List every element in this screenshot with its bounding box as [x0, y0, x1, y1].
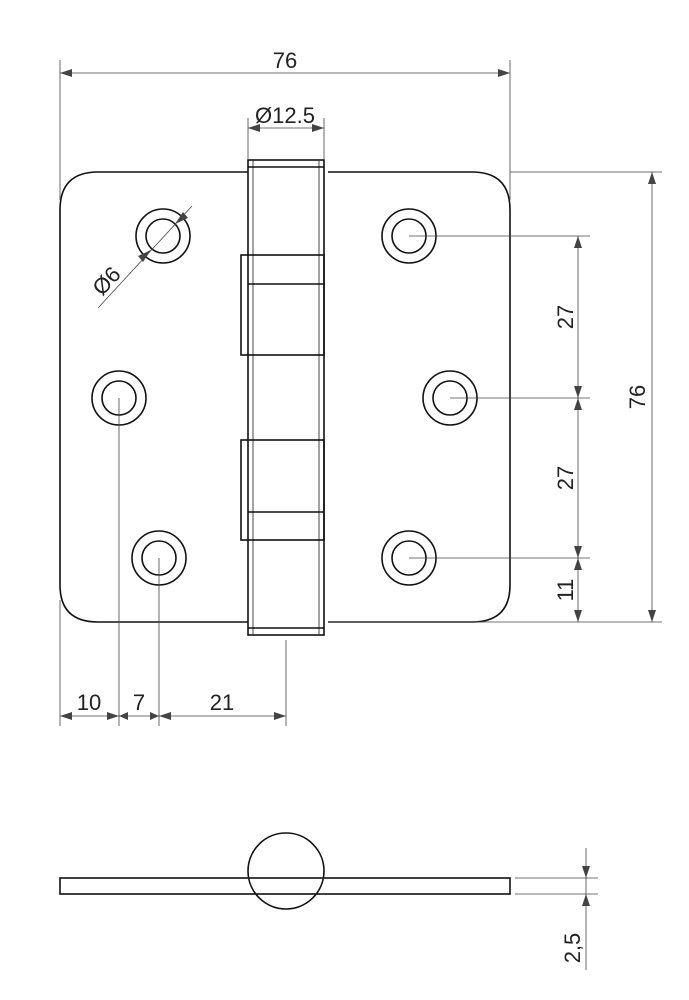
hinge-knuckle [240, 159, 325, 636]
knuckle-segment-upper [240, 254, 325, 356]
dimension-label: Ø6 [87, 262, 125, 301]
dimension-label: 21 [210, 690, 234, 715]
dimension-horizontal-chain: 10 7 21 [59, 398, 287, 726]
dimension-label: 27 [553, 466, 578, 490]
hinge-side-view [59, 832, 511, 910]
side-leaf [59, 877, 511, 895]
dimension-label: 76 [273, 48, 297, 73]
dimension-label: 2,5 [560, 933, 585, 964]
dimension-overall-width: 76 [59, 48, 511, 200]
dimension-pin-diameter: Ø12.5 [247, 103, 325, 160]
hole-left-top [135, 208, 191, 264]
dimension-label: 10 [77, 690, 101, 715]
knuckle-segment-lower [240, 439, 325, 541]
dimension-label: 76 [625, 385, 650, 409]
right-leaf [328, 171, 511, 623]
dimension-hole-spacing: 27 27 11 [409, 235, 590, 622]
dimension-label: 7 [133, 690, 145, 715]
side-knuckle [247, 832, 325, 910]
hinge-front-view [59, 159, 511, 636]
left-leaf [59, 171, 248, 623]
dimension-leaf-thickness: 2,5 [515, 848, 598, 970]
dimension-label: 27 [553, 305, 578, 329]
dimension-overall-height: 76 [328, 171, 662, 623]
knuckle-outline [247, 159, 325, 636]
dimension-label: 11 [553, 579, 578, 602]
dimension-label: Ø12.5 [255, 103, 315, 128]
